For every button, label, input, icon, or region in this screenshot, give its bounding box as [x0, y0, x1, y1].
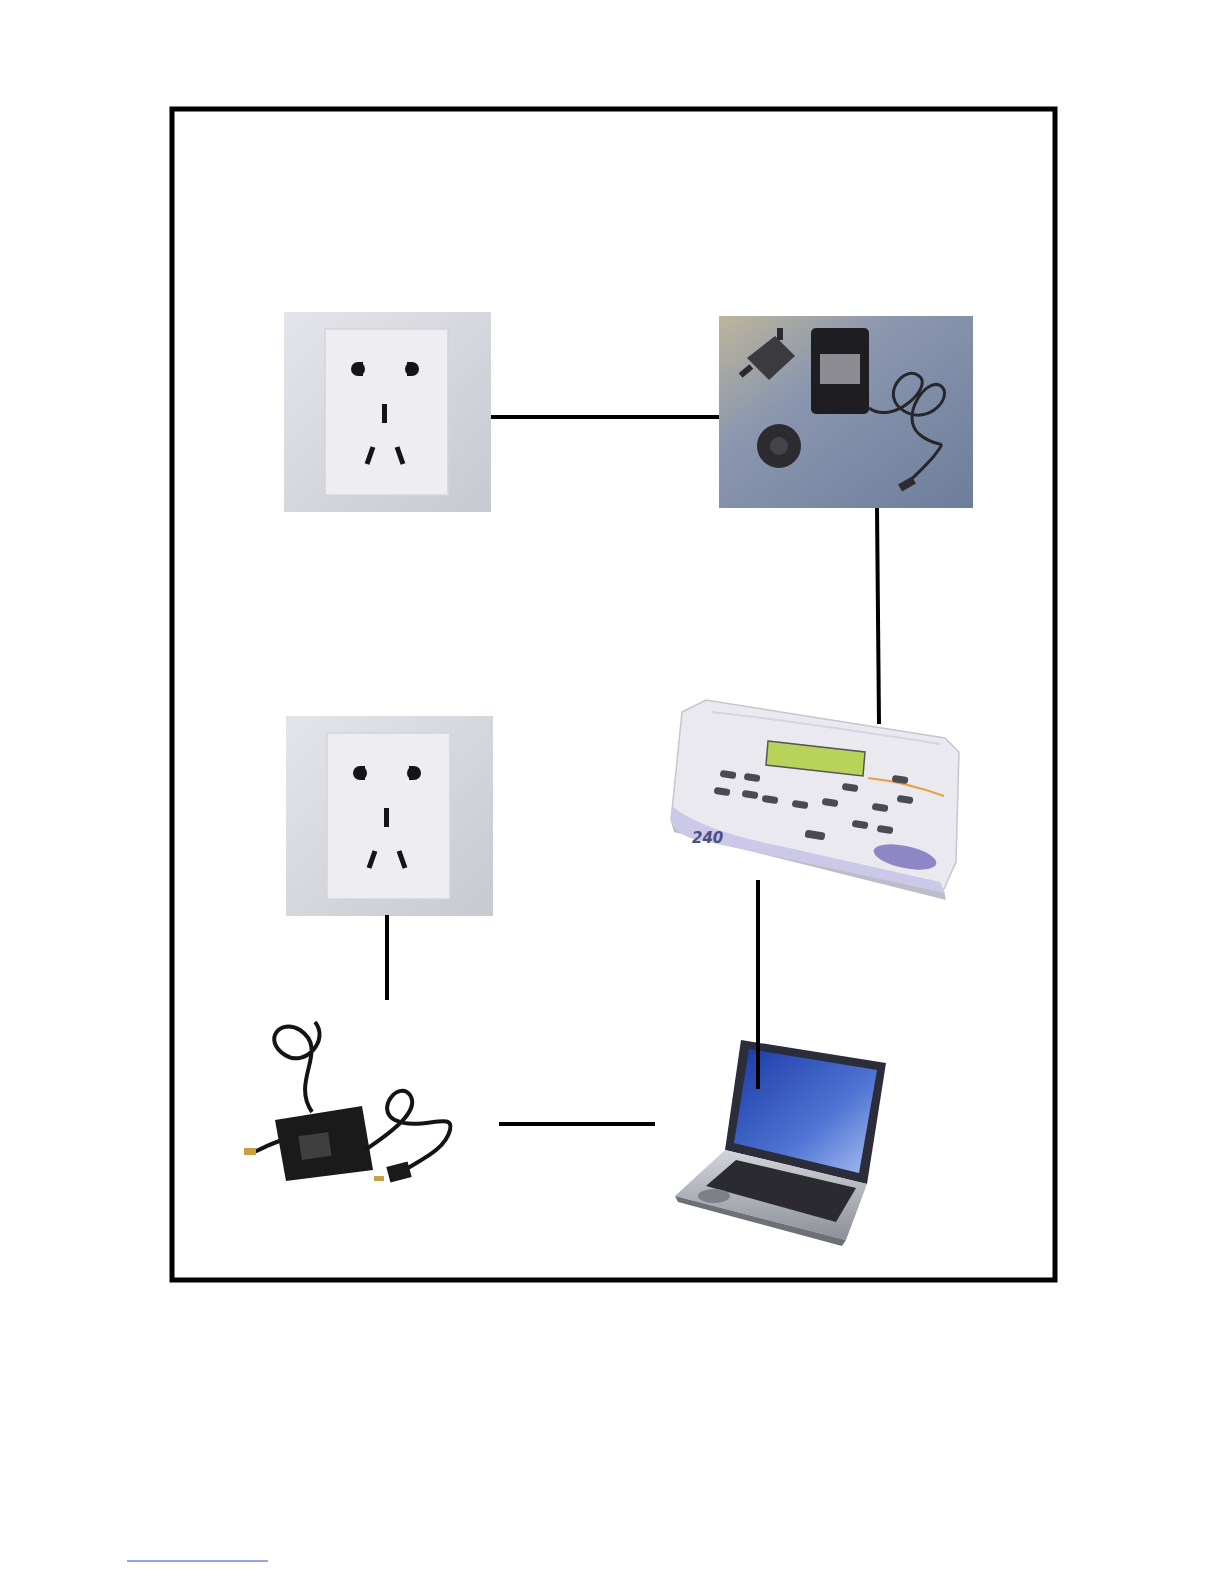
- audiometer-device: [892, 775, 909, 784]
- audiometer-device: [714, 787, 731, 796]
- laptop-adapter-photo: [275, 1106, 373, 1181]
- audiometer-device: [822, 798, 839, 807]
- audiometer-device: [766, 741, 865, 776]
- audiometer-adapter-photo: [719, 316, 973, 508]
- link-underline: [127, 1561, 268, 1562]
- laptop-adapter-photo: [298, 1132, 331, 1160]
- laptop-computer: [734, 1049, 877, 1173]
- audiometer-device: [852, 820, 869, 829]
- wall-outlet-node: [284, 312, 491, 512]
- laptop-adapter-photo: [252, 1140, 283, 1152]
- diagram-frame: [172, 109, 1055, 1280]
- audiometer-device: [897, 795, 914, 804]
- laptop-adapter-node: [247, 1000, 499, 1197]
- audiometer-adapter-photo: [719, 316, 973, 508]
- connector-line: [385, 915, 389, 1000]
- audiometer-device: [877, 825, 894, 834]
- audiometer-device: [671, 806, 945, 893]
- laptop-adapter-photo: [244, 1022, 450, 1183]
- audiometer-adapter-photo: [820, 354, 860, 384]
- connector-line: [491, 415, 719, 419]
- audiometer-device: [792, 800, 809, 809]
- laptop-node: [655, 1089, 887, 1245]
- connector-line: [756, 880, 760, 1089]
- audiometer-device: [712, 712, 940, 744]
- audiometer-device: [720, 770, 737, 779]
- audiometer-device: [872, 803, 889, 812]
- audiometer-adapter-photo: [770, 437, 788, 455]
- wall-outlet-bottom: [286, 716, 493, 916]
- power-adapter-node: [719, 316, 973, 508]
- connector-line: [499, 1122, 655, 1126]
- laptop-computer: [675, 1040, 886, 1246]
- laptop-adapter-photo: [365, 1091, 450, 1170]
- audiometer-device: [742, 790, 759, 799]
- audiometer-adapter-photo: [869, 373, 945, 484]
- model-number: 240: [692, 829, 723, 847]
- audiometer-device: [804, 829, 825, 840]
- audiometer-device: [714, 770, 914, 841]
- connector-line: [877, 508, 879, 724]
- wall-outlet-top: [284, 312, 491, 512]
- audiometer-device: [762, 795, 779, 804]
- audiometer-adapter-photo: [777, 328, 783, 340]
- laptop-adapter-photo: [274, 1022, 319, 1112]
- audiometer-adapter-photo: [747, 336, 795, 380]
- audiometer-adapter-photo: [898, 477, 916, 492]
- audiometer-adapter-photo: [739, 364, 754, 378]
- laptop-computer: [675, 1196, 846, 1246]
- audiometer-device: [671, 700, 959, 900]
- audiometer-device: [871, 840, 938, 875]
- audiometer-adapter-photo: [757, 424, 801, 468]
- wall-outlet-node: [286, 716, 493, 915]
- laptop-adapter-photo: [374, 1176, 384, 1181]
- laptop-computer: [698, 1189, 730, 1203]
- audiometer-adapter-photo: [811, 328, 869, 414]
- laptop-adapter-photo: [386, 1161, 411, 1182]
- audiometer-node: 240: [672, 724, 962, 880]
- audiometer-device: [842, 783, 859, 792]
- audiometer-device: [744, 773, 761, 782]
- laptop-adapter-photo: [244, 1148, 256, 1155]
